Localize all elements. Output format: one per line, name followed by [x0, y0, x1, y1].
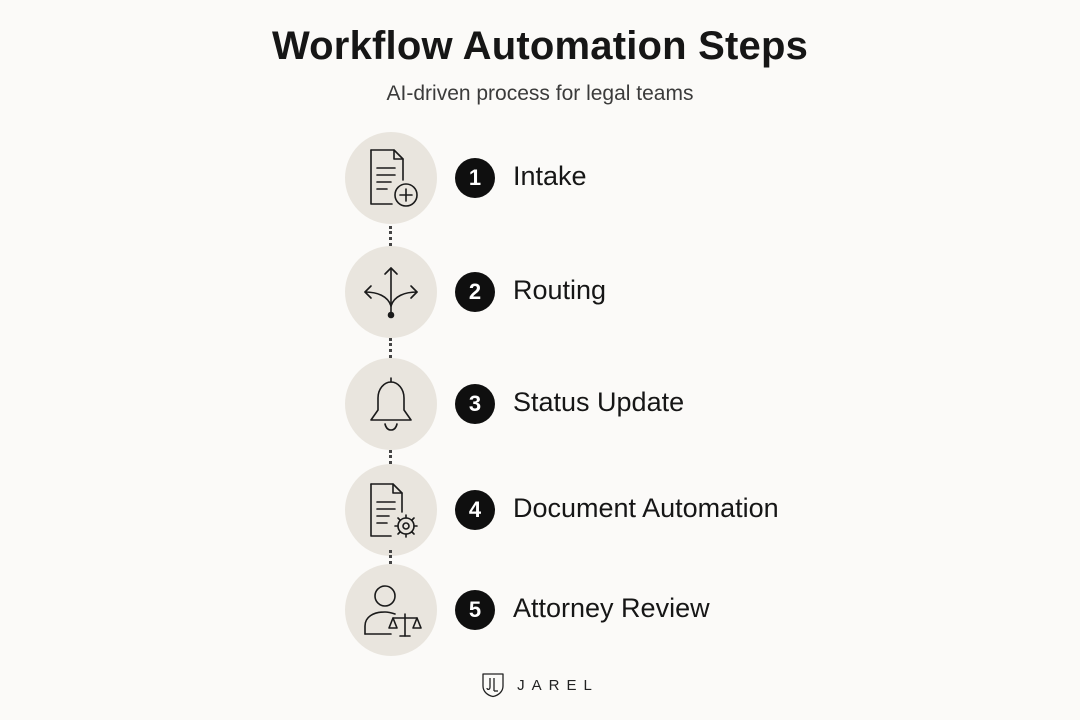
step-connector: [389, 338, 392, 358]
page-subtitle: AI-driven process for legal teams: [386, 82, 694, 105]
brand-name: JAREL: [517, 676, 599, 694]
step-number-badge: 4: [455, 490, 495, 530]
step-document-automation: 4 Document Automation: [345, 464, 865, 556]
step-status-update: 3 Status Update: [345, 358, 865, 450]
step-attorney-review: 5 Attorney Review: [345, 564, 865, 656]
step-intake: 1 Intake: [345, 132, 865, 224]
bell-icon: [345, 358, 437, 450]
step-connector: [389, 450, 392, 470]
step-label: Status Update: [513, 387, 685, 417]
step-number-badge: 5: [455, 590, 495, 630]
step-routing: 2 Routing: [345, 246, 865, 338]
document-plus-icon: [345, 132, 437, 224]
step-connector: [389, 550, 392, 570]
step-label: Intake: [513, 161, 587, 191]
step-label: Routing: [513, 275, 607, 305]
step-connector: [389, 226, 392, 246]
step-number-badge: 3: [455, 384, 495, 424]
step-label: Attorney Review: [513, 593, 710, 623]
step-number-badge: 2: [455, 272, 495, 312]
attorney-scales-icon: [345, 564, 437, 656]
page-title: Workflow Automation Steps: [271, 24, 809, 68]
step-label: Document Automation: [513, 493, 779, 523]
branching-arrows-icon: [345, 246, 437, 338]
jarel-shield-logo: [482, 673, 504, 698]
step-number-badge: 1: [455, 158, 495, 198]
document-gear-icon: [345, 464, 437, 556]
brand-footer: JAREL: [0, 670, 1080, 700]
